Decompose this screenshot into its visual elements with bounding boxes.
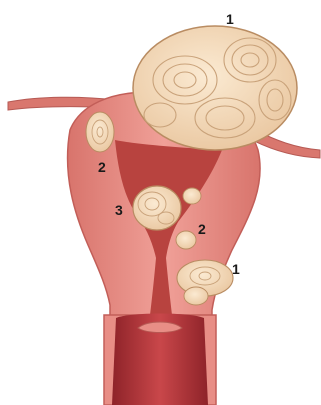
fibroid-intramural-right: [176, 231, 196, 249]
label-fibroid-intramural-right: 2: [198, 221, 206, 237]
fibroid-submucosal-center: [133, 186, 181, 230]
fibroid-small-center: [183, 188, 201, 204]
label-fibroid-subserosal-lower-right: 1: [232, 261, 240, 277]
label-fibroid-submucosal-center: 3: [115, 202, 123, 218]
fibroid-subserosal-top: [133, 26, 297, 150]
fibroid-subserosal-lower-right: [177, 260, 233, 305]
label-fibroid-intramural-left: 2: [98, 159, 106, 175]
label-fibroid-subserosal-top: 1: [226, 11, 234, 27]
fibroid-intramural-left: [86, 112, 114, 152]
